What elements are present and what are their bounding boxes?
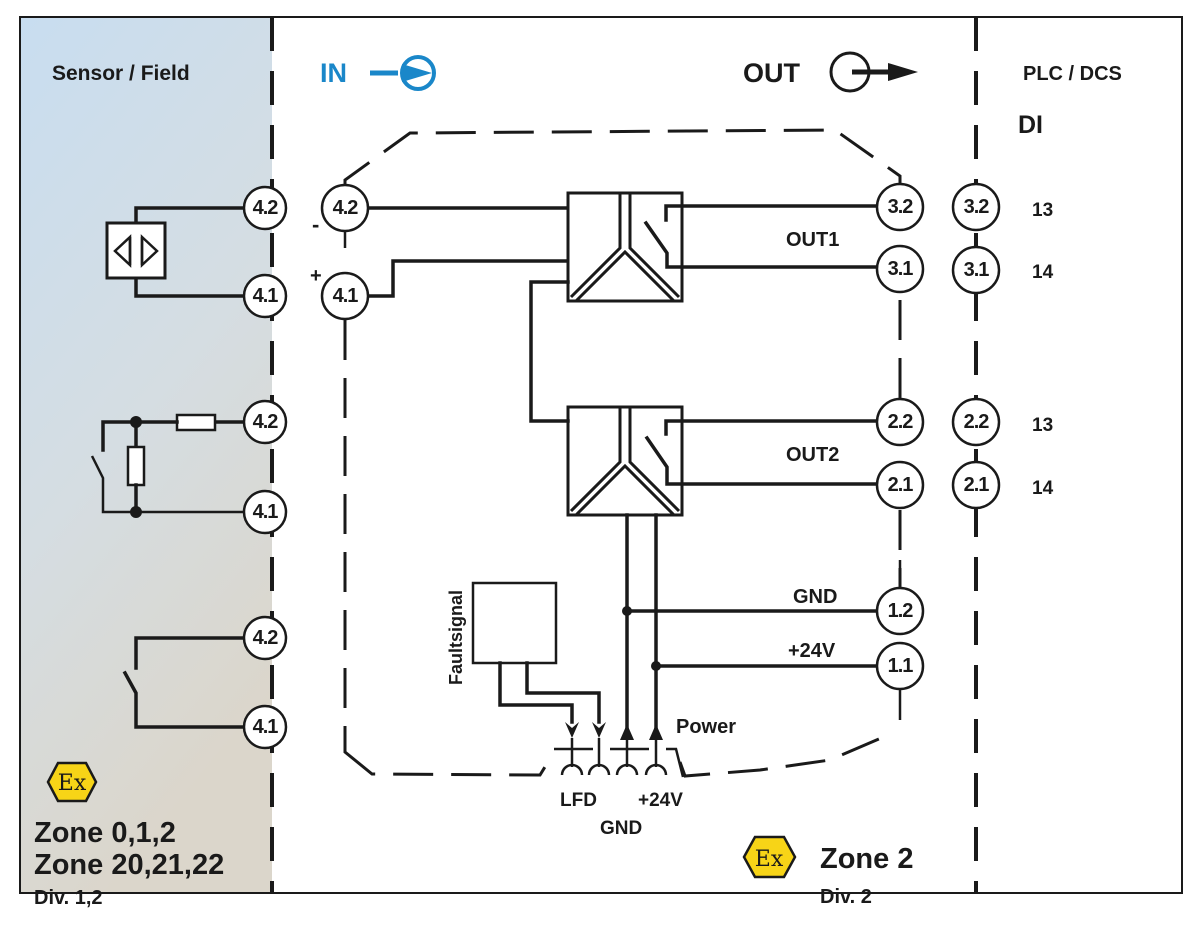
svg-text:4.1: 4.1 <box>333 285 359 307</box>
proximity-sensor-icon <box>105 206 267 298</box>
power-wiring <box>620 513 879 740</box>
input-wiring <box>343 188 570 298</box>
out1-label: OUT1 <box>786 229 839 251</box>
bus-lfd-label: LFD <box>560 790 597 811</box>
svg-text:3.1: 3.1 <box>964 259 990 281</box>
terminal[interactable]: 4.2 <box>320 183 370 233</box>
di-number: 13 <box>1032 200 1053 221</box>
arrow-into-circle-icon <box>370 55 436 91</box>
field-div: Div. 1,2 <box>34 887 103 909</box>
svg-text:Ex: Ex <box>58 771 87 796</box>
faultsignal-label: Faultsignal <box>446 590 466 685</box>
terminal[interactable]: 3.2 <box>951 182 1001 232</box>
module-zone: Zone 2 <box>820 843 913 875</box>
svg-text:1.1: 1.1 <box>888 655 914 677</box>
terminal[interactable]: 2.2 <box>951 397 1001 447</box>
v24-label: +24V <box>788 640 836 662</box>
svg-text:1.2: 1.2 <box>888 600 914 622</box>
header-plc: PLC / DCS <box>1023 63 1122 85</box>
ex-hexagon-icon: Ex <box>742 835 797 879</box>
terminal[interactable]: 1.2 <box>875 586 925 636</box>
svg-text:Ex: Ex <box>755 847 784 872</box>
terminal[interactable]: 4.2 <box>242 185 288 231</box>
header-di: DI <box>1018 111 1043 139</box>
field-zone-line2: Zone 20,21,22 <box>34 849 224 881</box>
module-outline-top <box>343 128 902 190</box>
terminal[interactable]: 1.1 <box>875 641 925 691</box>
svg-text:4.2: 4.2 <box>253 627 279 649</box>
di-number: 14 <box>1032 478 1054 499</box>
minus-sign: - <box>312 212 319 237</box>
di-number: 14 <box>1032 262 1054 283</box>
isolator-block-1 <box>566 191 879 303</box>
module-outline-bottom-left <box>343 750 550 777</box>
di-number: 13 <box>1032 415 1053 436</box>
svg-text:2.2: 2.2 <box>964 411 990 433</box>
resistor-contact-circuit <box>90 413 247 518</box>
module-outline-bottom-right <box>678 730 896 778</box>
terminal[interactable]: 4.2 <box>242 615 288 661</box>
ex-hexagon-icon: Ex <box>46 761 98 803</box>
diagram-frame <box>19 16 1183 894</box>
svg-text:2.2: 2.2 <box>888 411 914 433</box>
bus-gnd-label: GND <box>600 818 642 839</box>
field-zone-line1: Zone 0,1,2 <box>34 817 176 849</box>
terminal[interactable]: 2.1 <box>875 460 925 510</box>
terminal[interactable]: 4.1 <box>242 489 288 535</box>
module-div: Div. 2 <box>820 886 872 908</box>
svg-text:4.2: 4.2 <box>253 411 279 433</box>
gnd-label: GND <box>793 586 837 608</box>
terminal[interactable]: 4.1 <box>242 273 288 319</box>
svg-text:2.1: 2.1 <box>888 474 914 496</box>
isolator-block-2 <box>566 405 879 517</box>
terminal[interactable]: 2.1 <box>951 460 1001 510</box>
svg-text:4.2: 4.2 <box>253 197 279 219</box>
arrow-out-of-circle-icon <box>829 51 918 93</box>
svg-text:4.2: 4.2 <box>333 197 359 219</box>
header-out: OUT <box>743 58 801 88</box>
terminal[interactable]: 4.1 <box>242 704 288 750</box>
terminal[interactable]: 3.1 <box>875 244 925 294</box>
isolator-link-wire <box>529 280 570 423</box>
bus-24v-label: +24V <box>638 790 683 811</box>
terminal[interactable]: 3.2 <box>875 182 925 232</box>
svg-text:3.2: 3.2 <box>964 196 990 218</box>
plus-sign: + <box>310 265 322 287</box>
svg-text:4.1: 4.1 <box>253 716 279 738</box>
terminal[interactable]: 4.1 <box>320 271 370 321</box>
header-field: Sensor / Field <box>52 62 190 85</box>
svg-text:3.1: 3.1 <box>888 258 914 280</box>
dry-contact-circuit <box>122 636 247 729</box>
terminal[interactable]: 4.2 <box>242 399 288 445</box>
bus-connector <box>554 738 685 778</box>
faultsignal-block <box>471 581 606 738</box>
terminal[interactable]: 2.2 <box>875 397 925 447</box>
svg-text:4.1: 4.1 <box>253 501 279 523</box>
svg-text:3.2: 3.2 <box>888 196 914 218</box>
svg-text:2.1: 2.1 <box>964 474 990 496</box>
header-in: IN <box>320 58 347 88</box>
field-area <box>20 17 272 893</box>
svg-text:4.1: 4.1 <box>253 285 279 307</box>
terminal[interactable]: 3.1 <box>951 245 1001 295</box>
power-label: Power <box>676 716 736 738</box>
out2-label: OUT2 <box>786 444 839 466</box>
